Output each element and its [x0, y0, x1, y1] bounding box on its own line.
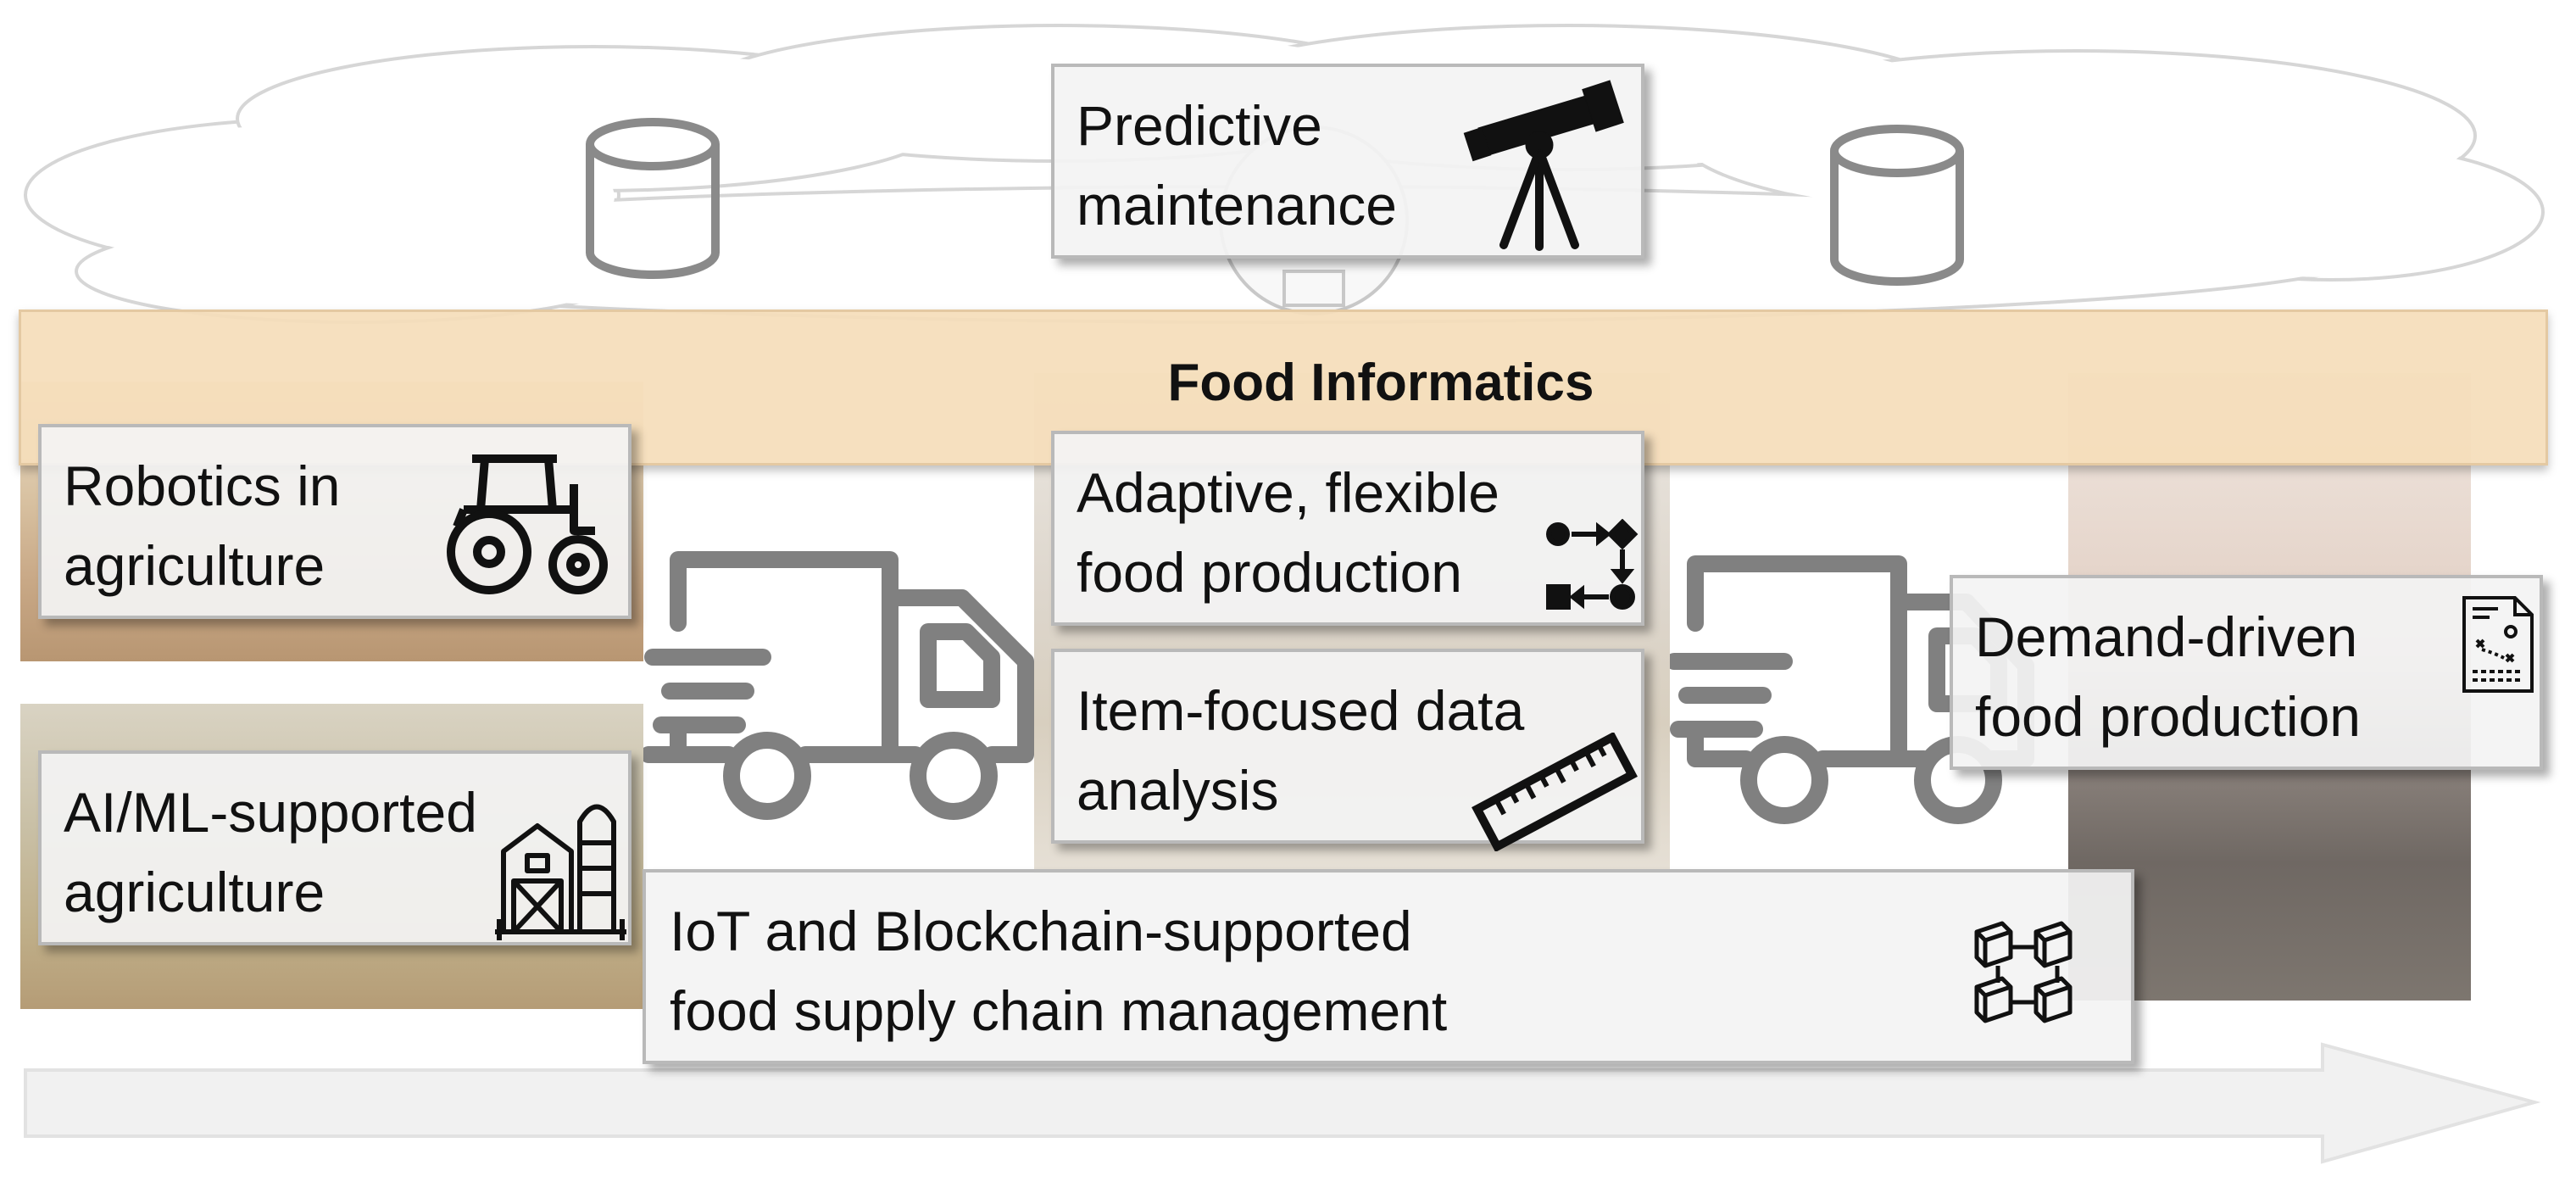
box-label-line1: Robotics in: [64, 454, 341, 517]
box-label-line1: Predictive: [1077, 94, 1322, 157]
barn-icon: [495, 804, 626, 940]
box-label-line1: IoT and Blockchain-supported: [670, 900, 1412, 962]
process-flow-icon: [1546, 519, 1639, 610]
box-label-line1: AI/ML-supported: [64, 781, 477, 844]
demand-driven-food-production-box: Demand-driven food production: [1950, 575, 2543, 770]
box-label-line2: maintenance: [1077, 174, 1397, 237]
flow-arrow: [24, 1042, 2541, 1164]
database-icon: [1830, 125, 1964, 286]
box-label-line2: agriculture: [64, 534, 325, 597]
box-label-line2: food production: [1975, 685, 2362, 748]
tractor-icon: [447, 454, 608, 594]
item-data-analysis-box: Item-focused data analysis: [1051, 649, 1644, 851]
predictive-maintenance-box: Predictive maintenance: [1051, 64, 1644, 259]
box-label-line1: Adaptive, flexible: [1077, 461, 1499, 524]
iot-blockchain-box: IoT and Blockchain-supported food supply…: [643, 869, 2134, 1064]
aiml-agriculture-box: AI/ML-supported agriculture: [38, 750, 631, 945]
database-icon: [586, 118, 720, 279]
box-label-line1: Item-focused data: [1077, 679, 1525, 742]
box-label-line1: Demand-driven: [1975, 605, 2358, 668]
strategy-document-icon: [2462, 596, 2534, 693]
box-label-line2: food supply chain management: [670, 979, 1448, 1042]
ruler-icon: [1472, 733, 1638, 851]
banner-title: Food Informatics: [1167, 354, 1594, 412]
box-label-line2: agriculture: [64, 861, 325, 923]
box-label-line2: analysis: [1077, 759, 1279, 822]
robotics-agriculture-box: Robotics in agriculture: [38, 424, 631, 619]
adaptive-food-production-box: Adaptive, flexible food production: [1051, 431, 1644, 626]
box-label-line2: food production: [1077, 541, 1463, 604]
telescope-icon: [1463, 80, 1624, 251]
blockchain-icon: [1974, 921, 2072, 1023]
delivery-truck-icon: [640, 551, 1034, 820]
